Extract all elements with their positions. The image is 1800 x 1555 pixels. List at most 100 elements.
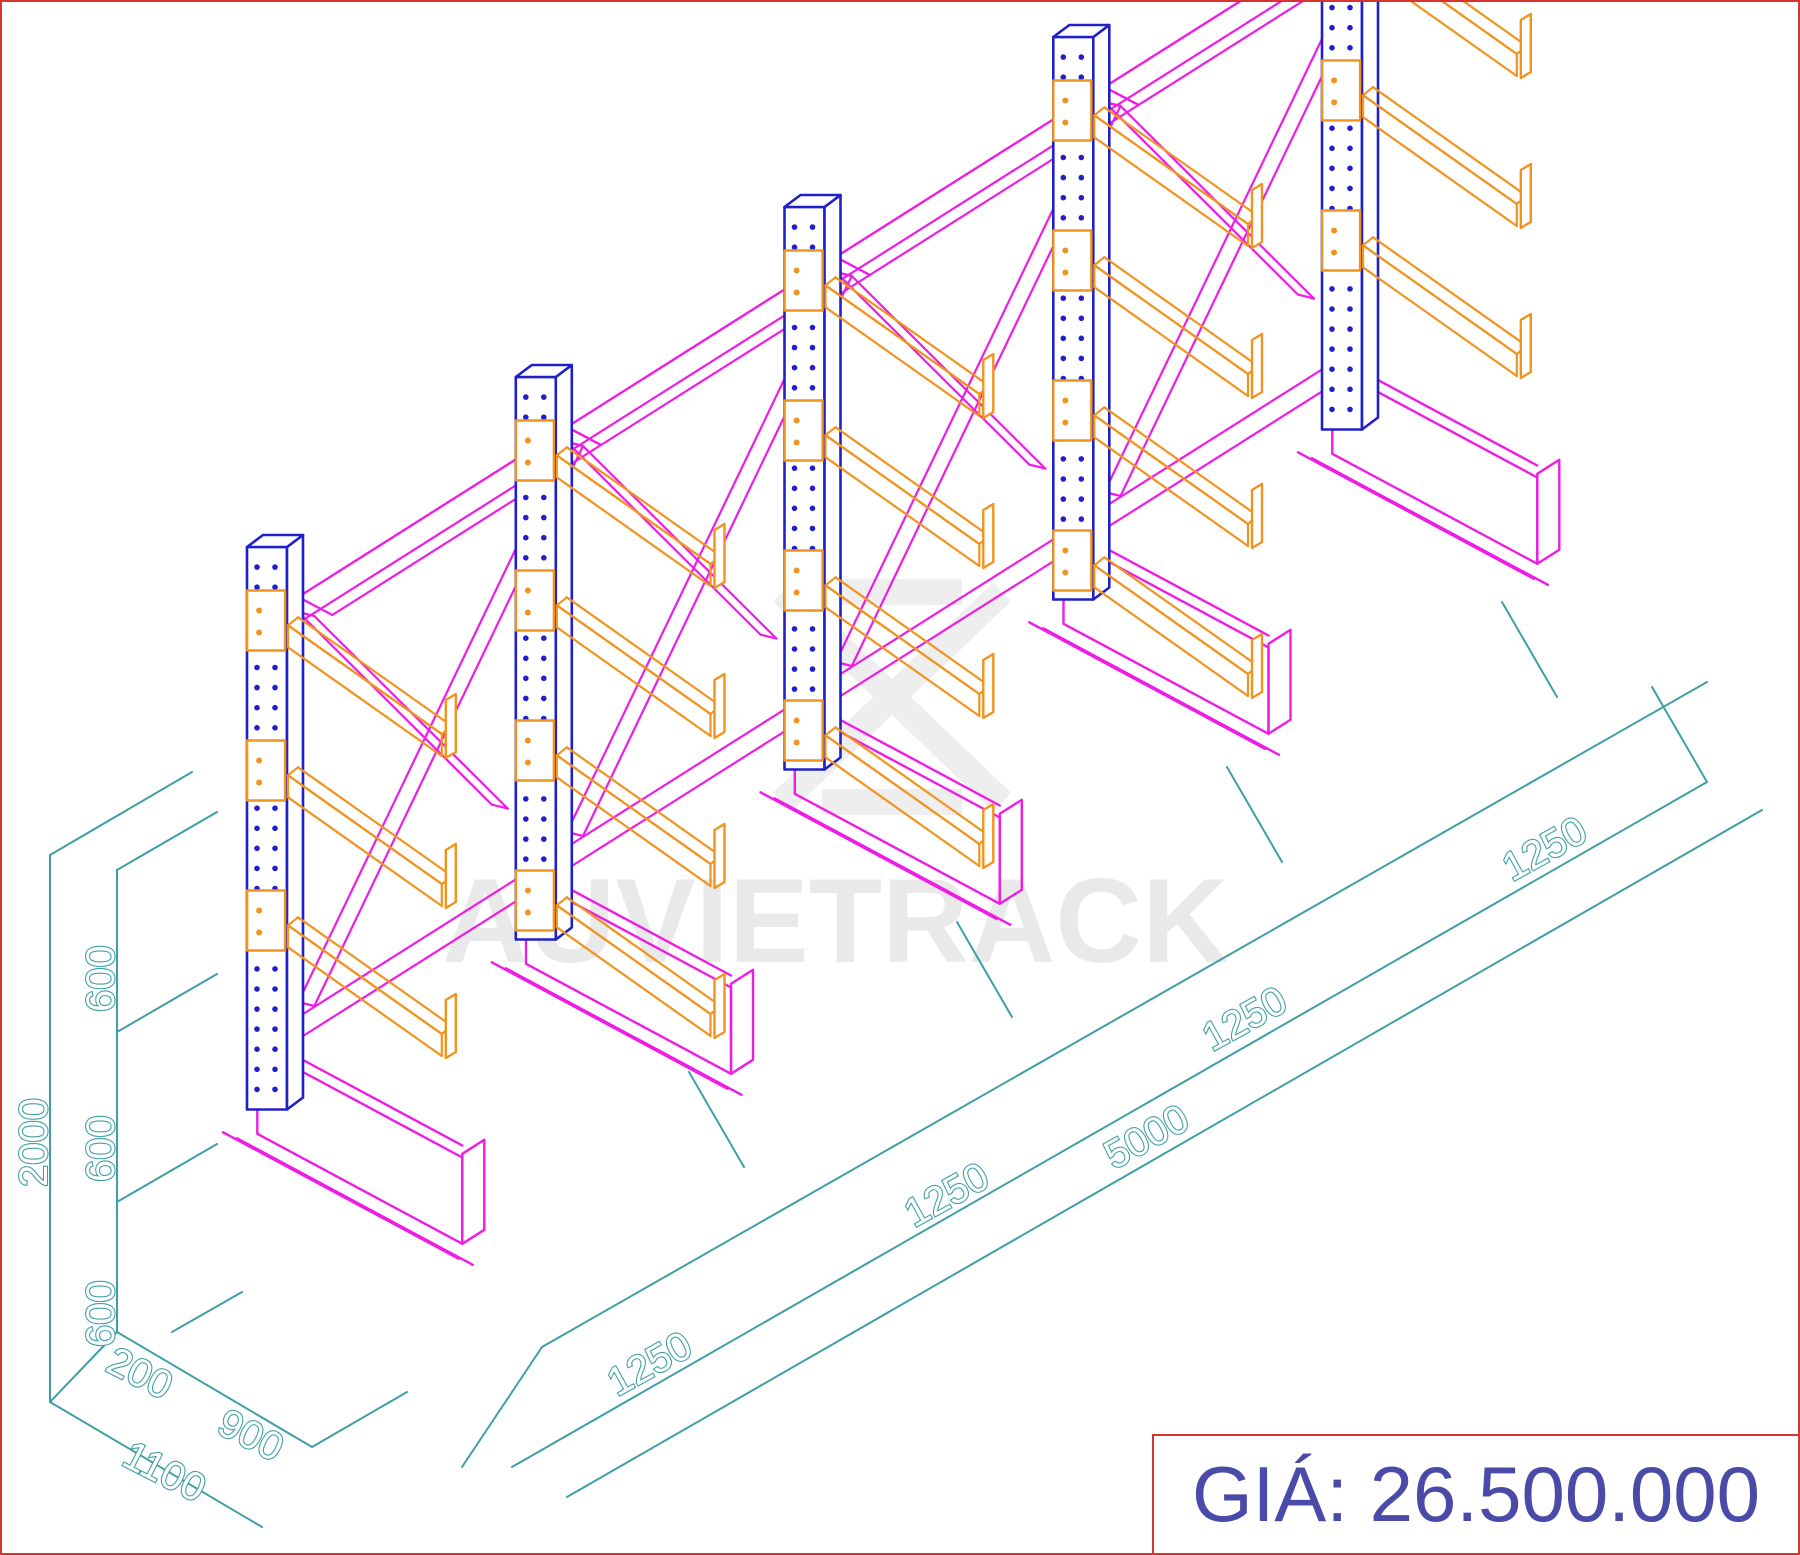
- column-hole: [272, 845, 278, 852]
- column-hole: [1347, 165, 1353, 172]
- column-hole: [523, 655, 529, 662]
- column-hole: [1060, 476, 1067, 482]
- column-hole: [254, 986, 260, 992]
- arm-bolt: [524, 437, 531, 444]
- column-hole: [791, 626, 798, 632]
- column-hole: [541, 816, 547, 822]
- arm-beam-depth: [1093, 256, 1260, 376]
- column-hole: [809, 666, 816, 672]
- arm-end-stop: [1250, 332, 1264, 400]
- column-hole: [272, 966, 278, 972]
- arm-bolt: [524, 887, 531, 894]
- base-1-flange-a: [235, 1137, 474, 1267]
- arm-end-stop: [1250, 632, 1264, 700]
- column-hole: [1060, 54, 1067, 60]
- column-hole: [272, 805, 278, 811]
- brace-4-down-cap-b: [1296, 293, 1316, 300]
- arm-beam: [824, 284, 981, 418]
- column-hole: [1329, 306, 1335, 312]
- column-hole: [541, 836, 547, 842]
- arm-beam: [1361, 244, 1518, 378]
- column-hole: [1060, 215, 1067, 221]
- arm-bolt: [1062, 119, 1069, 126]
- column-hole: [523, 816, 529, 822]
- arm-end-stop: [713, 972, 726, 1040]
- arm-beam: [1093, 564, 1250, 698]
- brace-1-down-cap-b: [490, 803, 509, 810]
- arm-beam-depth-edge-a: [824, 284, 981, 396]
- arm-beam-depth-edge-a: [824, 584, 981, 696]
- column-hole: [809, 224, 816, 230]
- arm-bracket: [1052, 79, 1093, 142]
- arm-beam-depth-cap-a: [824, 576, 837, 587]
- dim-ext-base-front: [49, 1401, 263, 1528]
- column-hole: [809, 385, 816, 391]
- column-hole: [254, 684, 260, 691]
- watermark-layer: AUVIETRACK: [442, 579, 1229, 988]
- column-hole: [1347, 386, 1353, 393]
- column-hole: [791, 224, 798, 230]
- arm-beam-depth-edge-a: [1441, 2, 1518, 56]
- column-hole: [254, 1086, 260, 1093]
- dim-label-arm-spacing-3: 600: [79, 1280, 123, 1347]
- column-hole: [791, 465, 798, 472]
- arm-beam-depth: [286, 766, 453, 886]
- column-hole: [1347, 406, 1353, 413]
- column-hole: [541, 635, 547, 641]
- column-hole: [1347, 4, 1353, 11]
- dim-label-total-height: 2000: [12, 1098, 56, 1187]
- brace-3-down-cap-b: [1028, 463, 1047, 470]
- arm-beam-depth-edge-b: [1103, 256, 1260, 368]
- column-hole: [809, 646, 816, 652]
- arm-beam-edge-b: [1361, 266, 1518, 378]
- arm-bolt: [793, 439, 800, 446]
- column-hole: [1060, 456, 1067, 462]
- column-hole: [791, 244, 798, 250]
- arm-beam: [824, 434, 981, 568]
- column-hole: [272, 825, 278, 832]
- column-hole: [254, 664, 260, 671]
- arm-beam-depth-cap-a: [1093, 406, 1106, 417]
- column-hole: [809, 344, 816, 351]
- column-hole: [809, 364, 816, 371]
- dim-ext-bay-start: [461, 1346, 543, 1468]
- arm-5-1: [1410, 2, 1533, 80]
- column-hole: [541, 675, 547, 682]
- column-hole: [809, 505, 816, 512]
- column-hole: [791, 646, 798, 652]
- base-3-flange-b: [759, 791, 998, 920]
- column-hole: [1329, 366, 1335, 373]
- column-hole: [791, 525, 798, 532]
- column-hole: [1329, 406, 1335, 413]
- arm-beam-edge-b: [1093, 436, 1250, 548]
- arm-beam-edge-b: [286, 646, 443, 758]
- arm-beam-depth-edge-b: [834, 726, 991, 838]
- column-hole: [1347, 45, 1353, 51]
- arm-bolt: [793, 289, 800, 296]
- column-hole: [1078, 476, 1085, 482]
- column-hole: [523, 635, 529, 641]
- brace-4-down: [1103, 100, 1316, 300]
- column-hole: [1329, 145, 1335, 152]
- column-hole: [254, 1006, 260, 1012]
- column-hole: [523, 856, 529, 862]
- arm-beam-depth-cap-a: [555, 446, 568, 457]
- column-hole: [523, 836, 529, 842]
- dim-line-base-depth: [116, 1331, 313, 1448]
- column-hole: [1329, 4, 1335, 11]
- dim-ext-top: [49, 771, 193, 856]
- arm-beam-depth: [555, 446, 722, 566]
- column-hole: [541, 414, 547, 421]
- column-hole: [272, 986, 278, 992]
- column-hole: [541, 695, 547, 702]
- column-hole: [272, 584, 278, 590]
- arm-beam-depth: [286, 616, 453, 736]
- arm-bolt: [256, 929, 263, 936]
- base-5-flange-a: [1310, 457, 1550, 586]
- arm-bolt: [1331, 77, 1338, 84]
- arm-beam-depth-cap-a: [1361, 86, 1375, 97]
- dim-tick-bay-0: [688, 1071, 745, 1168]
- arm-bolt: [793, 267, 800, 274]
- arm-beam-depth-cap-a: [286, 616, 300, 627]
- dim-ext-base-offset: [171, 1291, 243, 1333]
